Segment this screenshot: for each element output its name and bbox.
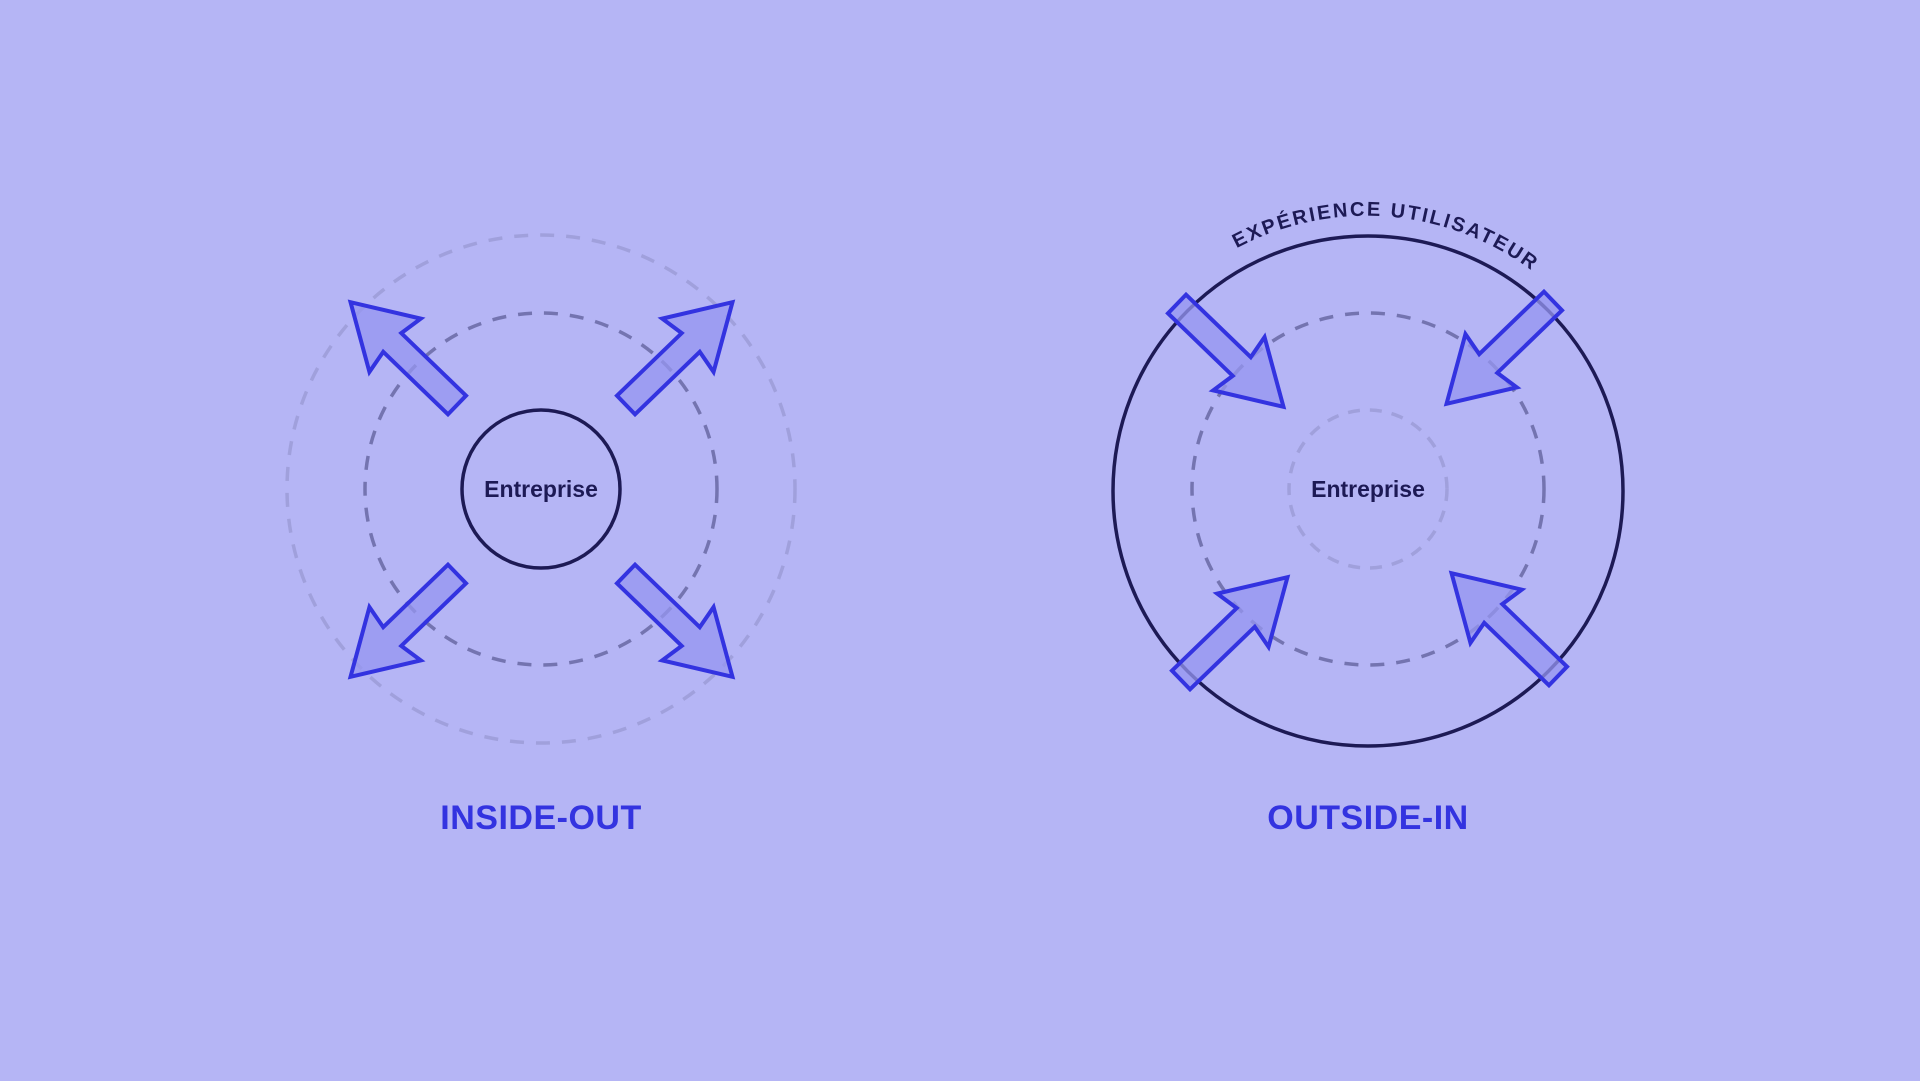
outer-dashed-circle bbox=[285, 233, 797, 745]
arrow-se-icon bbox=[1423, 544, 1586, 705]
arrow-nw-icon bbox=[1149, 275, 1312, 436]
arrow-sw-icon bbox=[1153, 548, 1316, 709]
user-experience-circle bbox=[1111, 234, 1625, 748]
company-circle bbox=[460, 408, 622, 570]
center-label: Entreprise bbox=[1311, 476, 1425, 502]
inside-out-title: INSIDE-OUT bbox=[440, 799, 641, 837]
center-label: Entreprise bbox=[484, 476, 598, 502]
arrow-nw-icon bbox=[322, 273, 485, 434]
arrow-sw-icon bbox=[322, 545, 485, 706]
arrow-ne-icon bbox=[1418, 272, 1581, 433]
middle-dashed-circle bbox=[1190, 311, 1546, 667]
inner-dashed-circle bbox=[1287, 408, 1449, 570]
outside-in-diagram: Entreprise EXPÉRIENCE UTILISATEUR OUTSID… bbox=[1111, 199, 1625, 837]
arrow-ne-icon bbox=[598, 273, 761, 434]
middle-dashed-circle bbox=[363, 311, 719, 667]
arrow-se-icon bbox=[598, 545, 761, 706]
inside-out-diagram: Entreprise INSIDE-OUT bbox=[285, 233, 797, 837]
outside-in-title: OUTSIDE-IN bbox=[1267, 799, 1468, 837]
